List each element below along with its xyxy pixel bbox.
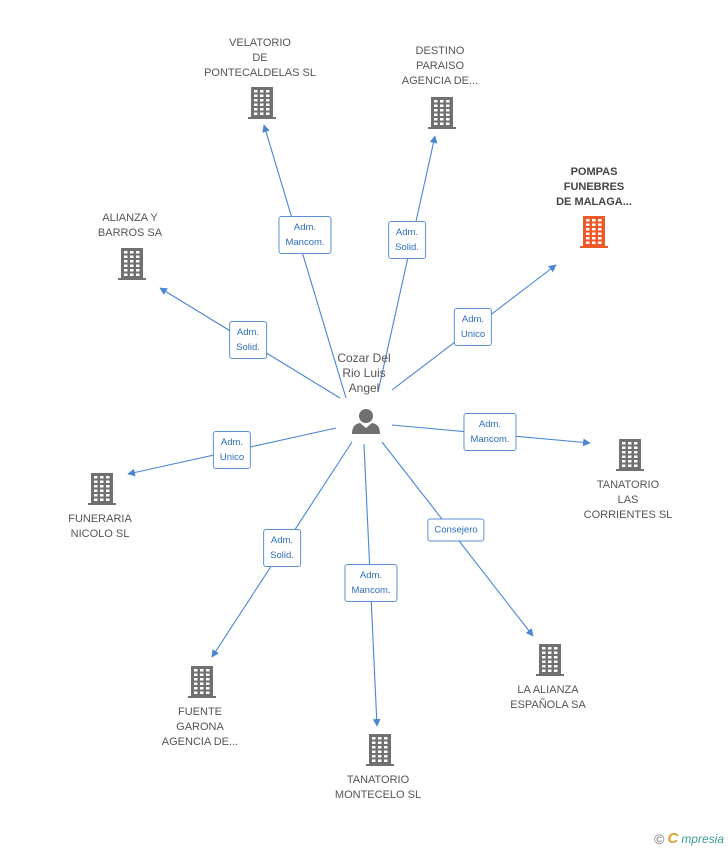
relation-label-tanatorio-las-corrientes[interactable]: Adm. Mancom. [463,413,517,451]
building-icon[interactable] [616,439,644,471]
company-name-tanatorio-las-corrientes[interactable]: TANATORIO LAS CORRIENTES SL [583,479,673,521]
company-name-la-alianza-espanola[interactable]: LA ALIANZA ESPAÑOLA SA [510,684,586,711]
relation-label-funeraria-nicolo[interactable]: Adm. Unico [212,431,252,469]
relation-label-fuente-garona[interactable]: Adm. Solid. [263,529,301,567]
company-name-funeraria-nicolo[interactable]: FUNERARIA NICOLO SL [68,513,132,540]
building-icon[interactable] [366,734,394,766]
building-icon[interactable] [428,97,456,129]
company-name-tanatorio-montecelo[interactable]: TANATORIO MONTECELO SL [334,774,422,801]
center-person-name[interactable]: Cozar Del Rio Luis Angel [337,351,391,395]
edge-velatorio-pontecaldelas [262,124,347,399]
relation-label-alianza-y-barros[interactable]: Adm. Solid. [229,321,267,359]
relation-label-destino-paraiso[interactable]: Adm. Solid. [388,221,426,259]
edge-destino-paraiso [377,135,438,393]
brand-logo-initial: C [667,830,679,847]
building-icon[interactable] [88,473,116,505]
relation-label-pompas-funebres-malaga[interactable]: Adm. Unico [453,308,493,346]
building-icon[interactable] [188,666,216,698]
relation-label-velatorio-pontecaldelas[interactable]: Adm. Mancom. [278,216,332,254]
building-icon[interactable] [118,248,146,280]
relation-label-la-alianza-espanola[interactable]: Consejero [427,518,485,542]
company-name-velatorio-pontecaldelas[interactable]: VELATORIO DE PONTECALDELAS SL [204,37,316,79]
building-icon[interactable] [536,644,564,676]
copyright-symbol: © [654,830,665,847]
building-icon[interactable] [248,87,276,119]
brand-name: mpresia [681,831,724,846]
person-icon[interactable] [352,409,380,434]
building-icon[interactable] [580,216,608,248]
company-name-alianza-y-barros[interactable]: ALIANZA Y BARROS SA [97,212,163,239]
company-name-fuente-garona[interactable]: FUENTE GARONA AGENCIA DE... [161,706,239,748]
company-name-destino-paraiso[interactable]: DESTINO PARAISO AGENCIA DE... [401,45,479,87]
relation-label-tanatorio-montecelo[interactable]: Adm. Mancom. [344,564,398,602]
company-name-pompas-funebres-malaga[interactable]: POMPAS FUNEBRES DE MALAGA... [556,166,632,208]
icons-layer [88,87,644,766]
